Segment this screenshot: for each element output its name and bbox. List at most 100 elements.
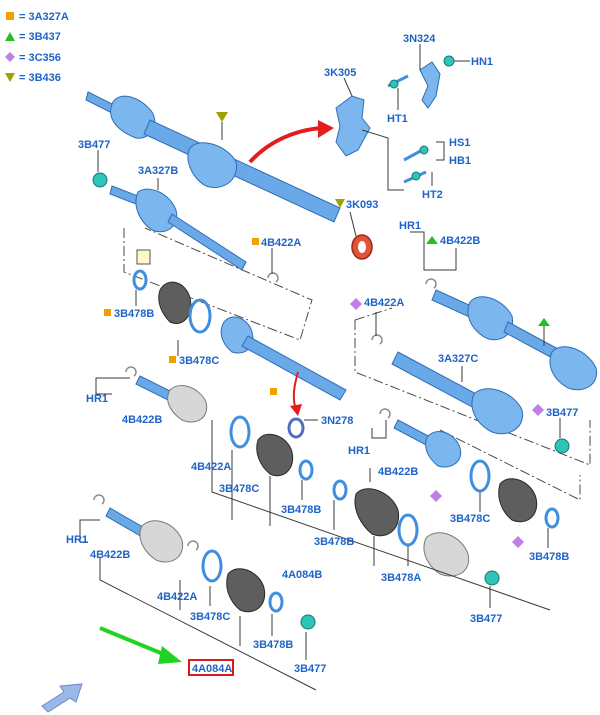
leader-hr1-low — [79, 519, 100, 543]
legend-label-3a327a: = 3A327A — [19, 11, 69, 23]
label-3b478c-mid[interactable]: 3B478C — [219, 483, 259, 495]
label-3k305[interactable]: 3K305 — [324, 67, 356, 79]
right-upper-joint — [467, 296, 514, 341]
upper-shaft-assembly — [85, 91, 373, 260]
seal-3k093-hole — [358, 241, 366, 253]
clip-4b422b-right-mid — [379, 408, 391, 419]
marker-4b422a-icon — [252, 238, 259, 245]
ring-3b478c-right — [469, 459, 491, 493]
label-3b477-low[interactable]: 3B477 — [294, 663, 326, 675]
label-4b422b-right-top[interactable]: 4B422B — [440, 235, 480, 247]
label-3b477-top[interactable]: 3B477 — [78, 139, 110, 151]
leader-hr1-right-bracket — [410, 231, 457, 271]
assembly-frames — [123, 227, 591, 501]
clip-4b422a-upper — [267, 272, 279, 283]
boot-mid-part — [256, 433, 294, 477]
red-arrowhead-icon — [318, 120, 334, 138]
label-4a084a[interactable]: 4A084A — [192, 663, 232, 675]
lower-housing — [139, 520, 184, 563]
label-3b478c-right[interactable]: 3B478C — [450, 513, 490, 525]
label-3b478b-mid[interactable]: 3B478B — [281, 504, 321, 516]
clip-4b422b-mid — [125, 366, 137, 377]
label-hn1[interactable]: HN1 — [471, 56, 493, 68]
label-hr1-right-mid[interactable]: HR1 — [348, 445, 370, 457]
knuckle-part — [335, 95, 371, 157]
label-3a327b[interactable]: 3A327B — [138, 165, 178, 177]
label-hr1-low[interactable]: HR1 — [66, 534, 88, 546]
back-arrow-icon[interactable] — [41, 683, 83, 713]
marker-3k093-icon — [335, 199, 345, 208]
legend-diamond-icon — [5, 52, 15, 62]
label-3b478a[interactable]: 3B478A — [381, 572, 421, 584]
cv-joint-3b478a-housing — [423, 532, 470, 577]
label-4b422b-low[interactable]: 4B422B — [90, 549, 130, 561]
nut-3b477-low-part — [300, 614, 316, 630]
leader-base-low — [99, 558, 317, 691]
marker-3b478b-icon — [104, 309, 111, 316]
label-ht2[interactable]: HT2 — [422, 189, 443, 201]
label-3b478b-right[interactable]: 3B478B — [529, 551, 569, 563]
label-3n278[interactable]: 3N278 — [321, 415, 353, 427]
leader-base-mid — [211, 420, 551, 611]
legend-square-icon — [6, 12, 14, 20]
frame-right-top — [354, 307, 393, 321]
marker-4b422b-icon — [426, 236, 438, 244]
left-inner-stub — [109, 185, 139, 205]
label-3b478c-low[interactable]: 3B478C — [190, 611, 230, 623]
left-mid-shaft-bar — [241, 335, 347, 401]
label-3b478b-low[interactable]: 3B478B — [253, 639, 293, 651]
label-3b477-lowright[interactable]: 3B477 — [470, 613, 502, 625]
mid-left-assembly — [95, 366, 551, 611]
left-inner-shaft-bar — [167, 213, 247, 271]
left-inner-cv-joint — [135, 188, 178, 233]
left-inner-shaft — [92, 150, 279, 283]
right-shaft-assembly — [350, 231, 598, 454]
ring-3b478c-mid — [229, 415, 251, 449]
ring-3b478a — [397, 513, 419, 547]
label-ht1[interactable]: HT1 — [387, 113, 408, 125]
hub-hardware-group — [335, 44, 470, 191]
legend-label-3c356: = 3C356 — [19, 52, 61, 64]
boot-lower-part — [226, 568, 266, 613]
label-4b422a-right[interactable]: 4B422A — [364, 297, 404, 309]
label-4b422a-upper[interactable]: 4B422A — [261, 237, 301, 249]
upper-inner-joint — [187, 142, 238, 188]
label-4b422b-mid[interactable]: 4B422B — [122, 414, 162, 426]
marker-3b478b-right-icon — [512, 536, 524, 548]
leader-3k305 — [343, 77, 353, 97]
bolt-ht2-head — [411, 171, 421, 181]
label-3b477-right[interactable]: 3B477 — [546, 407, 578, 419]
bracket-part — [419, 61, 441, 109]
marker-3b478c-icon — [169, 356, 176, 363]
ring-3b478c-low — [201, 549, 223, 583]
label-hr1-mid[interactable]: HR1 — [86, 393, 108, 405]
red-small-arrowhead-icon — [290, 404, 302, 416]
mid-left-housing — [167, 385, 208, 423]
label-3n324[interactable]: 3N324 — [403, 33, 436, 45]
label-3a327c[interactable]: 3A327C — [438, 353, 478, 365]
label-4b422b-right-mid[interactable]: 4B422B — [378, 466, 418, 478]
marker-4b422a-right-icon — [350, 298, 362, 310]
bolt-hs1-head — [419, 145, 429, 155]
green-arrowhead-icon — [158, 646, 182, 664]
label-4b422a-mid[interactable]: 4B422A — [191, 461, 231, 473]
legend-label-3b436: = 3B436 — [19, 72, 61, 84]
label-3b478c-upper[interactable]: 3B478C — [179, 355, 219, 367]
label-3b478b-mid2[interactable]: 3B478B — [314, 536, 354, 548]
red-small-arrow-icon — [292, 371, 299, 411]
clip-4b422b-right — [425, 278, 437, 289]
marker-right-mid-icon — [430, 490, 442, 502]
washer-3n278-part — [287, 417, 305, 439]
clip-4b422b-low — [93, 494, 105, 505]
label-4b422a-low[interactable]: 4B422A — [157, 591, 197, 603]
label-hs1[interactable]: HS1 — [449, 137, 470, 149]
clip-4b422a-right — [371, 334, 383, 345]
label-4a084b[interactable]: 4A084B — [282, 569, 322, 581]
label-hb1[interactable]: HB1 — [449, 155, 471, 167]
legend-triangle-up-icon — [5, 32, 15, 41]
label-hr1-right[interactable]: HR1 — [399, 220, 421, 232]
boot-upper-part — [158, 281, 192, 324]
label-3b478b-upper[interactable]: 3B478B — [114, 308, 154, 320]
label-3k093[interactable]: 3K093 — [346, 199, 378, 211]
